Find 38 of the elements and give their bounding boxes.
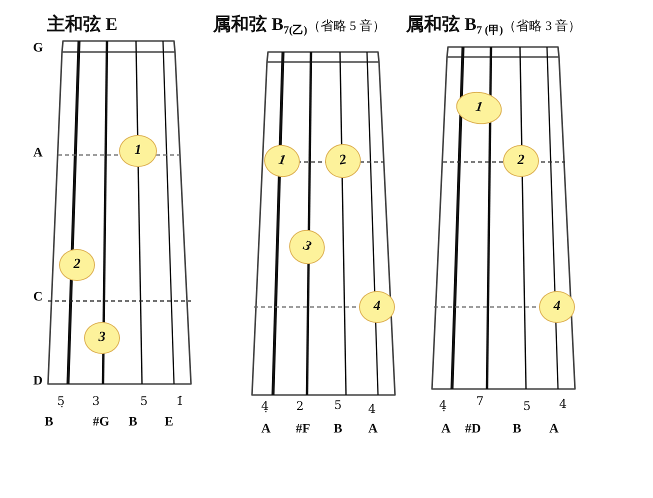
finger-marker: 1 <box>262 142 302 180</box>
position-note-label: C <box>33 288 43 304</box>
note-name: E <box>164 414 174 428</box>
note-name: B <box>512 420 522 436</box>
note-number: 5 <box>522 398 532 415</box>
position-note-label: A <box>33 144 43 160</box>
note-name: #G <box>92 414 110 428</box>
finger-marker: 1 <box>119 135 157 167</box>
note-name: A <box>549 420 559 436</box>
note-name: A <box>368 420 378 436</box>
chord-title: 属和弦 B$_{7 (甲)}$（省略 3 音） <box>406 14 582 39</box>
note-number: 5 <box>139 393 149 410</box>
note-number: 5̣ <box>56 393 66 410</box>
chord-title: 主和弦 E <box>47 14 118 34</box>
chord-title: 属和弦 B$_{7(乙)}$（省略 5 音） <box>213 14 386 39</box>
note-number: 4̣ <box>260 398 270 415</box>
finger-marker: 2 <box>59 249 95 281</box>
finger-marker: 4 <box>539 291 575 323</box>
note-number: 5 <box>333 397 343 414</box>
note-number: 1̇ <box>175 393 185 410</box>
finger-marker: 3 <box>84 322 120 354</box>
note-name: A <box>261 420 271 436</box>
note-name: #D <box>465 420 481 436</box>
note-name: B <box>44 414 54 428</box>
finger-marker: 2 <box>503 145 539 177</box>
finger-marker: 4 <box>359 291 395 323</box>
position-note-label: G <box>32 40 44 54</box>
note-name: #F <box>296 420 310 436</box>
note-number: 2 <box>295 398 305 415</box>
note-number: 3 <box>91 393 101 410</box>
note-name: A <box>441 420 451 436</box>
note-name: B <box>334 420 342 436</box>
note-number: 4̇ <box>367 401 377 418</box>
note-name: B <box>128 414 138 428</box>
note-number: 7 <box>475 393 485 410</box>
position-note-label: D <box>33 372 43 388</box>
note-number: 4̣ <box>438 397 448 414</box>
note-number: 4̇ <box>558 396 568 413</box>
